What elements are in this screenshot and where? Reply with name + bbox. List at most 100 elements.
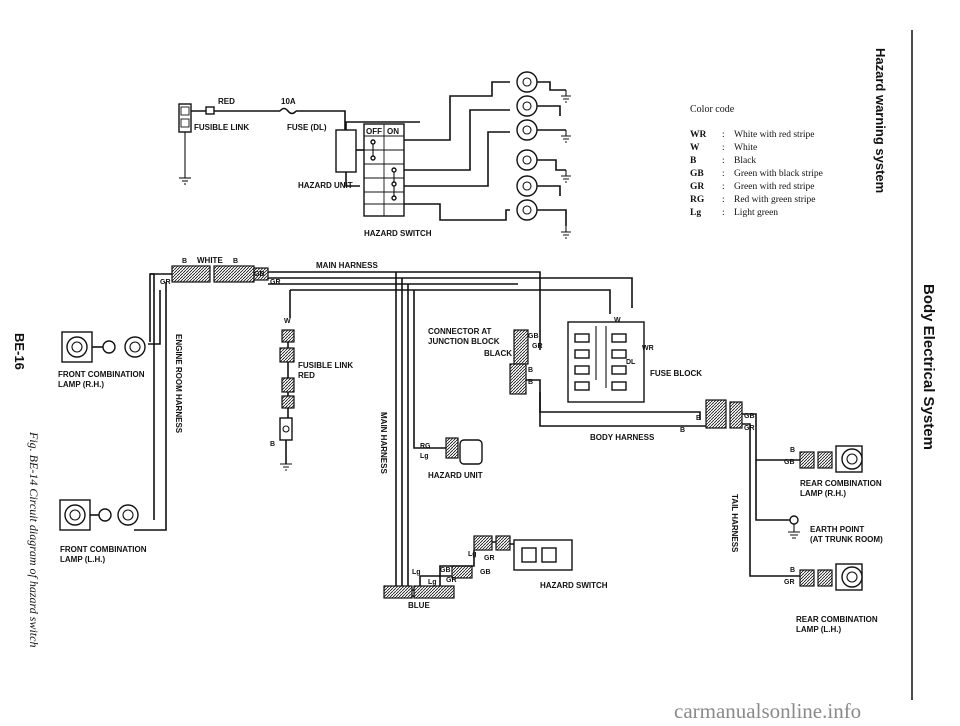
wire-label-b: B — [528, 379, 533, 386]
white-connector — [171, 265, 211, 283]
fuse-dl-symbol — [279, 107, 297, 115]
wire-label-b: B — [233, 258, 238, 265]
switch-off-label: OFF — [366, 127, 382, 136]
hazard-switch-lower-label: HAZARD SWITCH — [540, 581, 608, 590]
svg-text:Black: Black — [734, 156, 756, 166]
section-title: Body Electrical System — [920, 284, 937, 450]
color-code-legend: Color code WR : White with red stripe W … — [690, 104, 823, 218]
wire-label-gb: GB — [440, 567, 451, 574]
svg-text::: : — [722, 182, 725, 192]
junction-block-connector: CONNECTOR AT JUNCTION BLOCK BLACK GB GR … — [428, 327, 701, 420]
fusible-link-label: FUSIBLE LINK — [194, 123, 249, 132]
wire-label-gb: GB — [528, 333, 539, 340]
wire-label-rg: RG — [420, 443, 431, 450]
svg-text:RG: RG — [690, 195, 705, 205]
schematic-grounds — [561, 90, 571, 239]
rear-lamp-rh-label-1: REAR COMBINATION — [800, 479, 882, 488]
svg-text::: : — [722, 169, 725, 179]
legend-row: RG : Red with green stripe — [690, 195, 816, 205]
svg-text::: : — [722, 143, 725, 153]
red-wire-label: RED — [218, 97, 235, 106]
earth-point-label-2: (AT TRUNK ROOM) — [810, 535, 883, 544]
svg-text:Light green: Light green — [734, 208, 778, 218]
legend-row: WR : White with red stripe — [690, 130, 814, 140]
wire-label-w: W — [284, 318, 291, 325]
junction-block-label: JUNCTION BLOCK — [428, 337, 500, 346]
watermark: carmanualsonline.info — [674, 699, 861, 723]
svg-text:Red with green stripe: Red with green stripe — [734, 195, 816, 205]
wire-label-b: B — [790, 567, 795, 574]
wire-label-gb: GB — [254, 271, 265, 278]
wire-label-b: B — [790, 447, 795, 454]
legend-row: GB : Green with black stripe — [690, 169, 823, 179]
blue-connector-label: BLUE — [408, 601, 430, 610]
wire-label-lg: Lg — [420, 453, 429, 460]
schematic-lamps — [516, 71, 538, 221]
page-number: BE-16 — [12, 333, 27, 370]
svg-text:White: White — [734, 143, 757, 153]
wire-label-b: B — [696, 415, 701, 422]
tail-harness-label: TAIL HARNESS — [730, 494, 739, 553]
svg-text:Green with black stripe: Green with black stripe — [734, 169, 823, 179]
svg-text:W: W — [690, 143, 700, 153]
front-combination-lamp-lh: FRONT COMBINATION LAMP (L.H.) — [59, 499, 147, 564]
wire-label-lg: Lg — [412, 569, 421, 576]
front-combination-lamp-rh: FRONT COMBINATION LAMP (R.H.) — [58, 331, 146, 389]
svg-text:Green with red stripe: Green with red stripe — [734, 182, 814, 192]
svg-text:White with red stripe: White with red stripe — [734, 130, 814, 140]
wire-label-b: B — [182, 258, 187, 265]
legend-title: Color code — [690, 104, 735, 115]
fusible-link-chain: W B FUSIBLE LINK RED — [270, 318, 353, 471]
fusible-link-element — [205, 106, 215, 115]
fuse-dl-tag: DL — [626, 359, 636, 366]
main-harness-connector — [213, 265, 255, 283]
wire-label-b: B — [528, 367, 533, 374]
hazard-switch-schematic: RED 10A FUSIBLE LINK FUSE (DL) HAZARD UN… — [178, 71, 571, 239]
hazard-switch-label: HAZARD SWITCH — [364, 229, 432, 238]
fusible-link-color-label: RED — [298, 371, 315, 380]
rear-lamp-lh-label-1: REAR COMBINATION — [796, 615, 878, 624]
wire-label-b: B — [680, 427, 685, 434]
front-lamp-rh-label-1: FRONT COMBINATION — [58, 370, 145, 379]
svg-text:B: B — [690, 156, 697, 166]
wiring-diagram: WHITE B B GB GR GR MAIN HARNESS ENGINE R… — [58, 256, 883, 634]
fusible-link-label-lower: FUSIBLE LINK — [298, 361, 353, 370]
hazard-unit-lower-label: HAZARD UNIT — [428, 471, 483, 480]
legend-row: Lg : Light green — [690, 208, 778, 218]
fuse-dl-label: FUSE (DL) — [287, 123, 327, 132]
body-harness-label: BODY HARNESS — [590, 433, 655, 442]
hazard-unit-lower: RG Lg HAZARD UNIT — [413, 420, 483, 480]
rear-combination-lamp-lh: B GR REAR COMBINATION LAMP (L.H.) — [784, 563, 878, 634]
wire-label-gb: GB — [480, 569, 491, 576]
svg-text::: : — [722, 130, 725, 140]
rear-lamp-rh-label-2: LAMP (R.H.) — [800, 489, 846, 498]
svg-text:Lg: Lg — [690, 208, 701, 218]
black-connector-label: BLACK — [484, 349, 512, 358]
wire-label-gr: GR — [484, 555, 495, 562]
wire-label-lg: Lg — [428, 579, 437, 586]
switch-on-label: ON — [387, 127, 399, 136]
svg-text::: : — [722, 208, 725, 218]
wire-label-gb: GB — [744, 413, 755, 420]
wire-label-gr: GR — [270, 279, 281, 286]
body-harness-connector: GB GR B B BODY HARNESS — [539, 392, 755, 442]
fuse-rating-label: 10A — [281, 97, 296, 106]
wire-label-gb: GB — [784, 459, 795, 466]
wire-label-lg: Lg — [468, 551, 477, 558]
main-harness-vertical-label: MAIN HARNESS — [379, 412, 388, 474]
legend-row: B : Black — [690, 156, 756, 166]
svg-text:GR: GR — [690, 182, 704, 192]
wire-label-wr: WR — [642, 345, 654, 352]
hazard-unit-box — [335, 129, 357, 173]
fuse-block: W WR DL FUSE BLOCK — [567, 317, 702, 403]
wire-label-white: WHITE — [197, 256, 223, 265]
rear-combination-lamp-rh: B GB REAR COMBINATION LAMP (R.H.) — [784, 445, 882, 498]
blue-connector: BLUE — [383, 585, 455, 610]
front-lamp-lh-label-2: LAMP (L.H.) — [60, 555, 106, 564]
hazard-unit-label: HAZARD UNIT — [298, 181, 353, 190]
wire-label-w: W — [614, 317, 621, 324]
svg-text:WR: WR — [690, 130, 707, 140]
connector-at-label: CONNECTOR AT — [428, 327, 492, 336]
rear-lamp-lh-label-2: LAMP (L.H.) — [796, 625, 842, 634]
